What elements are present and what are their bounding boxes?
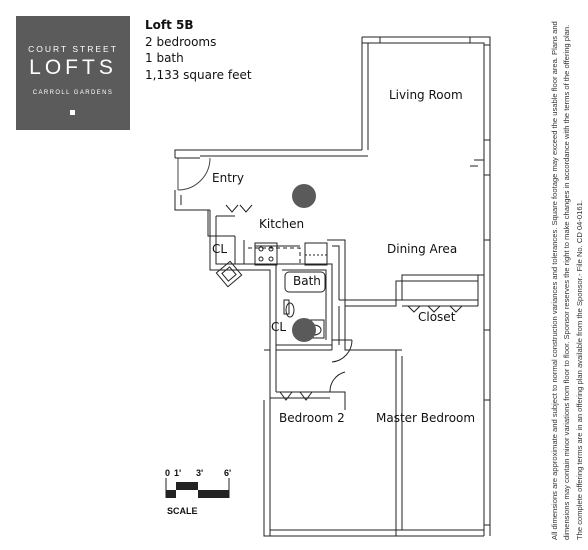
room-label-master-bedroom: Master Bedroom — [376, 411, 476, 425]
kitchen-counter — [215, 236, 346, 300]
master-closet — [402, 275, 479, 313]
living-partition — [470, 159, 485, 172]
scale-tick-3: 3' — [196, 468, 204, 478]
exterior-wall-east — [362, 36, 491, 536]
bedroom2-closet — [264, 349, 330, 401]
room-label-dining-area: Dining Area — [387, 242, 458, 256]
scale-tick-1: 1' — [174, 468, 182, 478]
bath-walls — [276, 263, 333, 351]
room-label-entry: Entry — [212, 171, 244, 185]
entry-closet — [207, 204, 253, 237]
unit-name: Loft 5B — [145, 18, 194, 32]
entry-north-wall — [174, 149, 368, 159]
room-label-entry-closet: CL — [212, 242, 228, 256]
room-label-closet: Closet — [418, 310, 456, 324]
scale-bar — [165, 478, 230, 498]
room-label-living-room: Living Room — [389, 88, 463, 102]
unit-baths: 1 bath — [145, 51, 184, 65]
room-label-bath: Bath — [293, 274, 321, 288]
bath-door — [331, 339, 353, 363]
bedroom2-door — [329, 371, 346, 410]
room-label-kitchen: Kitchen — [259, 217, 305, 231]
scale-tick-6: 6' — [224, 468, 232, 478]
disclaimer-text: All dimensions are approximate and subje… — [550, 21, 584, 540]
column-circle — [292, 318, 316, 342]
column-circle — [292, 184, 316, 208]
entry-door — [177, 157, 211, 191]
logo-line-2: LOFTS — [29, 56, 117, 79]
room-label-bedroom-2: Bedroom 2 — [279, 411, 345, 425]
legal-disclaimer: All dimensions are approximate and subje… — [549, 10, 588, 540]
living-room-north-wall — [361, 37, 471, 150]
logo-line-3: CARROLL GARDENS — [32, 90, 114, 96]
room-label-bedroom-closet: CL — [271, 320, 287, 334]
unit-bedrooms: 2 bedrooms — [145, 34, 217, 49]
logo-line-1: COURT STREET — [28, 44, 118, 54]
unit-area: 1,133 square feet — [145, 67, 252, 82]
scale-label: SCALE — [167, 506, 198, 516]
bedroom-divider-wall — [338, 274, 484, 536]
unit-info: Loft 5B 2 bedrooms 1 bath 1,133 square f… — [145, 17, 252, 83]
south-windows — [269, 530, 485, 536]
lofts-logo: COURT STREET LOFTS CARROLL GARDENS — [16, 16, 130, 130]
scale-tick-0: 0 — [165, 468, 171, 478]
logo-square-mark — [70, 110, 75, 115]
